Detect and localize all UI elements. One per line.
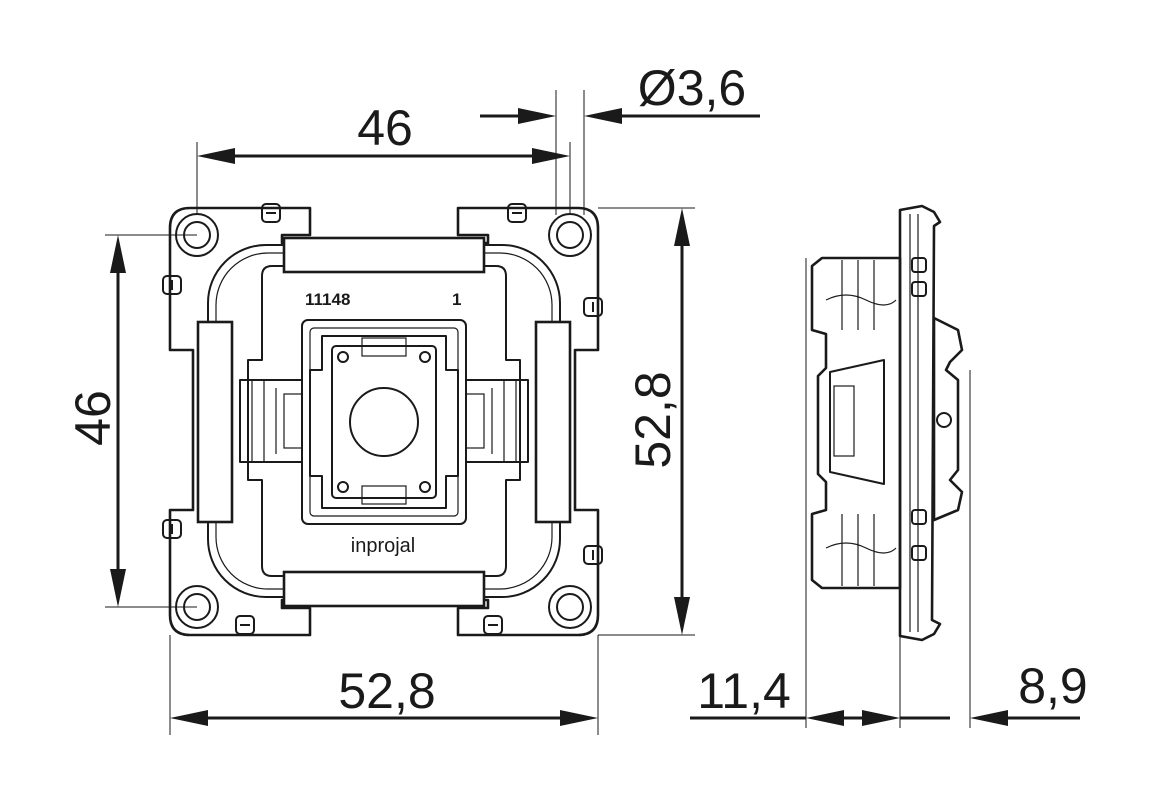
front-view: 11148 1 inprojal [162, 203, 603, 637]
side-front-plate [898, 204, 942, 642]
clip-left-lower [162, 519, 182, 539]
side-view [810, 204, 964, 642]
dim-side-depth: 11,4 [697, 663, 791, 719]
side-rocker [932, 316, 964, 522]
clip-left-upper [162, 275, 182, 295]
clip-bottom-left [235, 615, 255, 635]
switch-mechanism [301, 319, 467, 525]
clip-bottom-right [483, 615, 503, 635]
variant-label: 1 [452, 290, 461, 309]
brand-label: inprojal [351, 535, 415, 557]
dim-left-height: 46 [65, 390, 121, 446]
part-number-label: 11148 [305, 290, 350, 309]
bottom-bar [282, 570, 486, 608]
dim-bottom-width: 52,8 [338, 663, 435, 719]
left-bar [196, 320, 234, 524]
side-rear-body [810, 256, 902, 590]
top-bar [282, 236, 486, 274]
dim-top-width: 46 [357, 100, 413, 156]
right-bar [534, 320, 572, 524]
terminal-right [465, 379, 529, 463]
actuator-center [349, 387, 419, 457]
clip-top-right [507, 203, 527, 223]
terminal-left [239, 379, 303, 463]
mounting-hole-tr [548, 213, 592, 257]
dimension-lines [105, 90, 1080, 735]
clip-right-upper [583, 297, 603, 317]
dim-right-height: 52,8 [625, 371, 681, 468]
dim-hole-diameter: Ø3,6 [638, 60, 746, 116]
dim-side-protrusion: 8,9 [1018, 658, 1088, 714]
clip-right-lower [583, 545, 603, 565]
clip-top-left [261, 203, 281, 223]
mounting-hole-br [548, 585, 592, 629]
bracket-contour [247, 265, 521, 577]
